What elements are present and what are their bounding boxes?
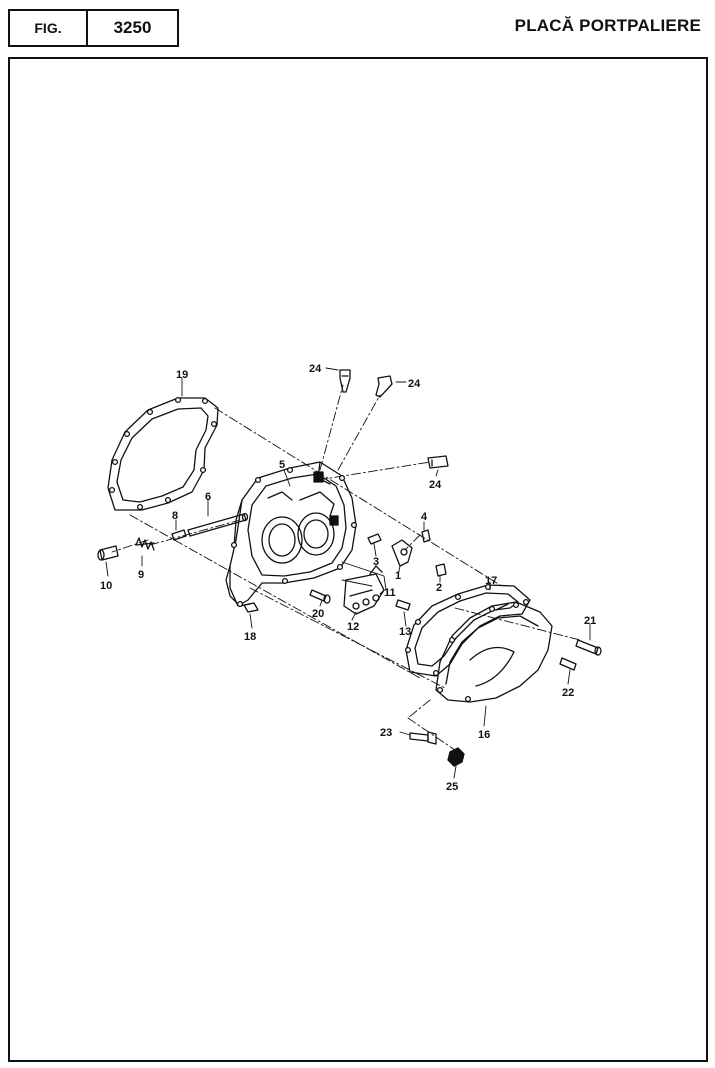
lever-1: [391, 539, 413, 567]
callout-10: 10: [100, 580, 112, 592]
callout-18: 18: [244, 631, 256, 643]
leader-lines: [105, 367, 591, 779]
callout-4: 4: [421, 511, 428, 523]
callout-24-top-left: 24: [309, 363, 322, 375]
fig-label-text: FIG.: [34, 20, 62, 36]
callout-24-right: 24: [429, 479, 442, 491]
callout-13: 13: [399, 626, 411, 638]
callout-1: 1: [395, 570, 401, 582]
callout-3: 3: [373, 556, 379, 568]
callout-2: 2: [436, 582, 442, 594]
outer-cover-16: [435, 601, 553, 703]
fig-number-text: 3250: [113, 18, 152, 37]
plug-10: [97, 545, 119, 561]
callout-21: 21: [584, 615, 596, 627]
shift-lever-assembly-11-12: [343, 565, 385, 615]
callout-24-top-right: 24: [408, 378, 421, 390]
callout-22: 22: [562, 687, 574, 699]
callout-17: 17: [485, 575, 497, 587]
callout-16: 16: [478, 729, 490, 741]
bolt-24-top-right: [375, 375, 393, 398]
dowel-8: [171, 529, 187, 541]
bolt-24-top-left: [339, 369, 351, 393]
bolt-21: [575, 639, 602, 656]
dowel-4: [421, 529, 431, 543]
page-title: PLACĂ PORTPALIERE: [514, 16, 701, 35]
nut-25: [447, 747, 465, 767]
callout-19: 19: [176, 369, 188, 381]
fig-number: 3250: [86, 9, 179, 47]
callout-8: 8: [172, 510, 178, 522]
bolt-3: [367, 533, 382, 545]
callout-5: 5: [279, 459, 285, 471]
bolt-2: [435, 563, 447, 577]
assembly-axis-lines: [111, 384, 581, 751]
callout-11: 11: [384, 587, 396, 599]
callout-23: 23: [380, 727, 392, 739]
diagram-frame: [8, 57, 708, 1062]
callout-12: 12: [347, 621, 359, 633]
bearing-plate-housing-5: [225, 461, 358, 608]
gasket-19: [107, 396, 219, 511]
spring-9: [135, 537, 155, 551]
callout-20: 20: [312, 608, 324, 620]
drain-bolt-23: [409, 731, 437, 745]
bolt-20: [309, 589, 331, 604]
bolt-24-right: [427, 455, 449, 469]
gasket-17: [404, 583, 531, 677]
callout-25: 25: [446, 781, 458, 793]
callout-9: 9: [138, 569, 144, 581]
callout-6: 6: [205, 491, 211, 503]
bolt-22: [559, 657, 577, 671]
pin-6: [187, 512, 249, 537]
clip-18: [243, 602, 259, 613]
bolt-13: [395, 599, 411, 611]
